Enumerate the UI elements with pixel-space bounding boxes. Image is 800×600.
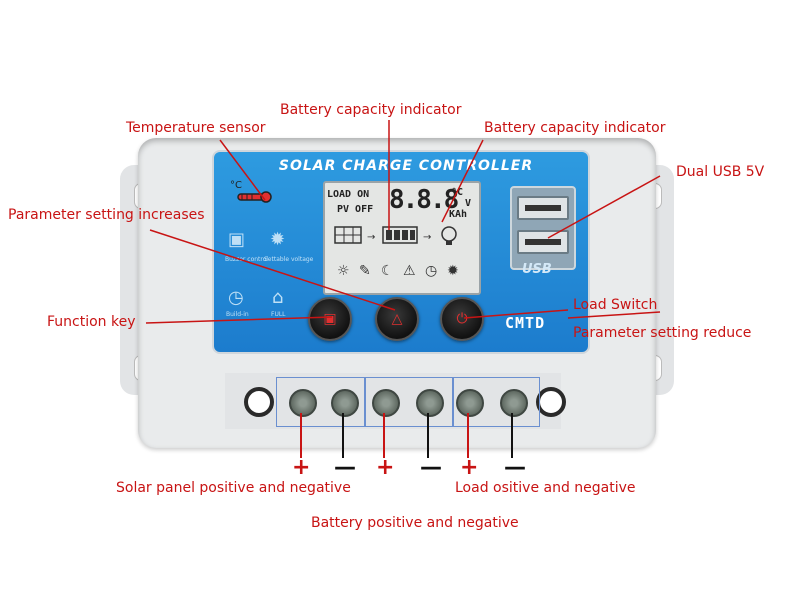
leader-function	[145, 316, 333, 324]
leader-battery-capacity-2	[441, 139, 484, 223]
usb-port[interactable]	[517, 230, 569, 254]
leader-temperature	[219, 139, 266, 201]
gear-icon: ✹	[270, 229, 286, 250]
label-battery: Battery positive and negative	[311, 515, 519, 531]
terminal-screw[interactable]	[331, 389, 359, 417]
label-load: Load ositive and negative	[455, 480, 636, 496]
lcd-pv-off: PV OFF	[337, 204, 374, 215]
buzzer-icon: ▣	[228, 229, 246, 250]
side-caption: Settable voltage	[264, 256, 314, 263]
terminal-screw[interactable]	[416, 389, 444, 417]
side-caption: FULL	[271, 311, 286, 318]
usb-port[interactable]	[517, 196, 569, 220]
brand-mark: CMTD	[505, 314, 546, 332]
wrench-icon: ✎	[359, 263, 371, 279]
leader-reduce	[567, 311, 661, 319]
load-switch-button[interactable]: ⏻	[440, 297, 484, 341]
svg-text:°C: °C	[230, 180, 242, 191]
sun-icon: ☼	[337, 263, 350, 279]
label-parameter-reduce: Parameter setting reduce	[573, 325, 752, 341]
side-caption: Buzzer control	[225, 256, 269, 263]
label-temperature-sensor: Temperature sensor	[126, 120, 266, 136]
leader-load-switch	[463, 309, 569, 319]
label-solar-panel: Solar panel positive and negative	[116, 480, 351, 496]
power-icon: ⏻	[456, 311, 468, 327]
usb-logo: USB	[522, 262, 552, 277]
thermometer-icon: °C	[228, 176, 274, 210]
lock-icon: ⌂	[272, 287, 284, 308]
label-parameter-increase: Parameter setting increases	[8, 207, 205, 223]
gear-icon: ✹	[447, 263, 459, 279]
solar-positive-sign: +	[292, 455, 311, 480]
battery-negative-sign: —	[420, 455, 442, 480]
battery-positive-sign: +	[376, 455, 395, 480]
lcd-unit-v: V	[465, 198, 472, 209]
bulb-icon	[441, 226, 457, 245]
lcd-icons: → → ☼ ✎ ☾ ⚠ ◷ ✹	[334, 226, 459, 279]
label-battery-capacity-1: Battery capacity indicator	[280, 102, 462, 118]
lcd-load-on: LOAD ON	[327, 189, 370, 200]
leader-increase	[149, 229, 396, 311]
load-positive-sign: +	[460, 455, 479, 480]
triangle-up-icon: △	[391, 311, 403, 327]
solar-terminal-block	[276, 377, 366, 427]
solar-negative-sign: —	[334, 455, 356, 480]
battery-icon	[382, 226, 418, 244]
leader-usb	[547, 175, 661, 239]
side-caption: Build-in	[226, 311, 249, 318]
moon-icon: ☾	[381, 263, 394, 279]
terminal-screw[interactable]	[456, 389, 484, 417]
solar-panel-icon	[334, 226, 362, 244]
label-dual-usb: Dual USB 5V	[676, 164, 765, 180]
label-function-key: Function key	[47, 314, 136, 330]
lcd-display: LOAD ON PV OFF 8.8.8 °C V KAh → → ☼ ✎	[323, 181, 481, 295]
load-negative-sign: —	[504, 455, 526, 480]
load-terminal-block	[452, 377, 540, 427]
svg-text:→: →	[423, 232, 431, 243]
lcd-unit-kah: KAh	[449, 209, 468, 220]
svg-text:→: →	[367, 232, 375, 243]
terminal-screw[interactable]	[500, 389, 528, 417]
increase-button[interactable]: △	[375, 297, 419, 341]
battery-terminal-block	[364, 377, 454, 427]
clock-icon: ◷	[228, 287, 244, 308]
terminal-screw[interactable]	[289, 389, 317, 417]
function-key-button[interactable]: ▣	[308, 297, 352, 341]
label-battery-capacity-2: Battery capacity indicator	[484, 120, 666, 136]
menu-icon: ▣	[323, 311, 337, 327]
mount-hole	[536, 387, 566, 417]
terminal-screw[interactable]	[372, 389, 400, 417]
warning-icon: ⚠	[403, 263, 416, 279]
label-load-switch: Load Switch	[573, 297, 658, 313]
mount-hole	[244, 387, 274, 417]
clock-icon: ◷	[425, 263, 437, 279]
